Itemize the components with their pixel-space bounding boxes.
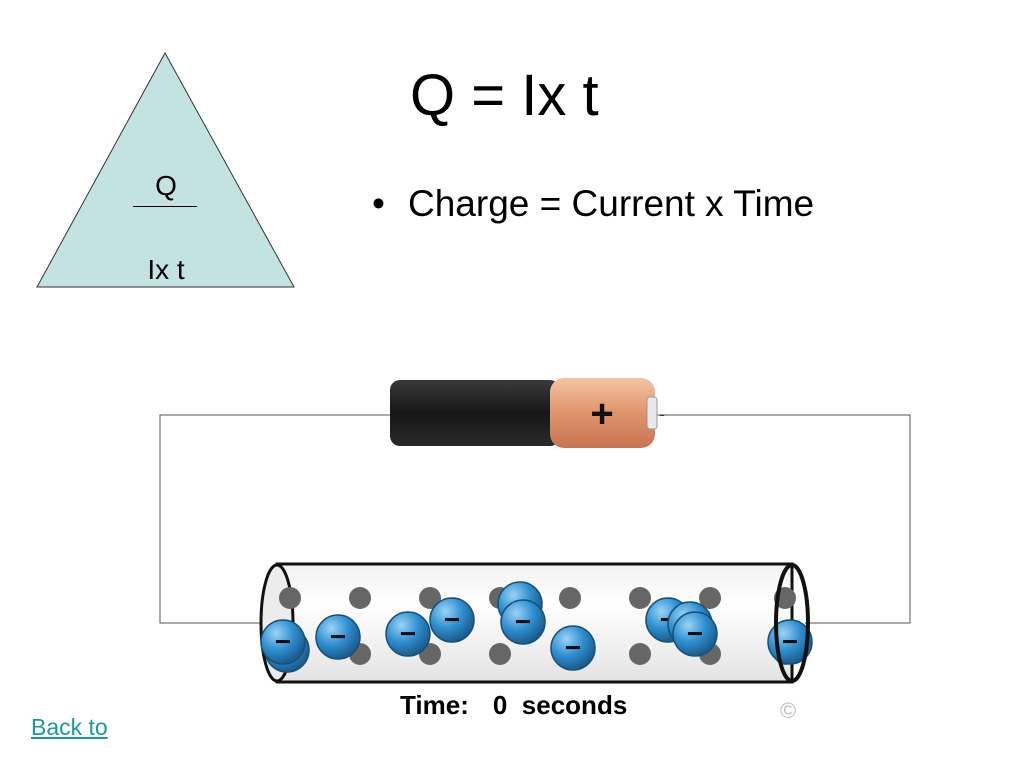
formula-triangle: Q Ix t	[36, 52, 296, 290]
electron: −	[672, 611, 718, 657]
triangle-denominator: Ix t	[147, 254, 185, 285]
back-link[interactable]: Back to	[31, 714, 108, 740]
atom	[629, 643, 651, 665]
time-value: 0	[492, 690, 508, 720]
circuit-diagram: + - −−−−−−−−−−−−	[159, 378, 911, 684]
wire-tube: −−−−−−−−−−−−	[259, 562, 813, 684]
fraction-bar	[133, 206, 197, 207]
atom	[279, 587, 301, 609]
electron-charge-sign: −	[515, 606, 531, 637]
electron-charge-sign: −	[275, 626, 291, 657]
atom	[699, 587, 721, 609]
electron-charge-sign: −	[444, 604, 460, 635]
atom	[629, 587, 651, 609]
bullet-text: Charge = Current x Time	[408, 183, 815, 224]
slide-title: Q = Ix t	[410, 63, 599, 128]
battery-minus: -	[659, 404, 665, 424]
bullet-dot: •	[372, 183, 385, 224]
electron-cloud: −−−−−−−−−−−−	[260, 581, 813, 673]
electron-charge-sign: −	[565, 632, 581, 663]
time-label: Time:	[400, 690, 469, 720]
battery: + -	[390, 378, 665, 448]
triangle-shape	[36, 52, 295, 288]
electron-charge-sign: −	[782, 626, 798, 657]
electron: −	[315, 614, 361, 660]
wire-left	[159, 414, 390, 624]
atom	[419, 587, 441, 609]
copyright-mark: ©	[780, 698, 797, 723]
circuit-animation: + - −−−−−−−−−−−−	[150, 372, 920, 712]
wire-right	[655, 414, 911, 624]
battery-plus: +	[590, 392, 613, 436]
electron-charge-sign: −	[330, 621, 346, 652]
atom	[489, 643, 511, 665]
atom	[349, 587, 371, 609]
electron: −	[550, 625, 596, 671]
bullet-item: • Charge = Current x Time	[372, 183, 814, 225]
timer-readout: Time: 0 seconds	[400, 690, 627, 721]
electron: −	[260, 619, 306, 665]
time-unit: seconds	[521, 690, 628, 720]
electron-charge-sign: −	[687, 618, 703, 649]
electron: −	[429, 597, 475, 643]
triangle-numerator: Q	[155, 170, 177, 201]
electron: −	[385, 611, 431, 657]
electron-charge-sign: −	[400, 618, 416, 649]
atom	[559, 587, 581, 609]
electron: −	[500, 599, 546, 645]
